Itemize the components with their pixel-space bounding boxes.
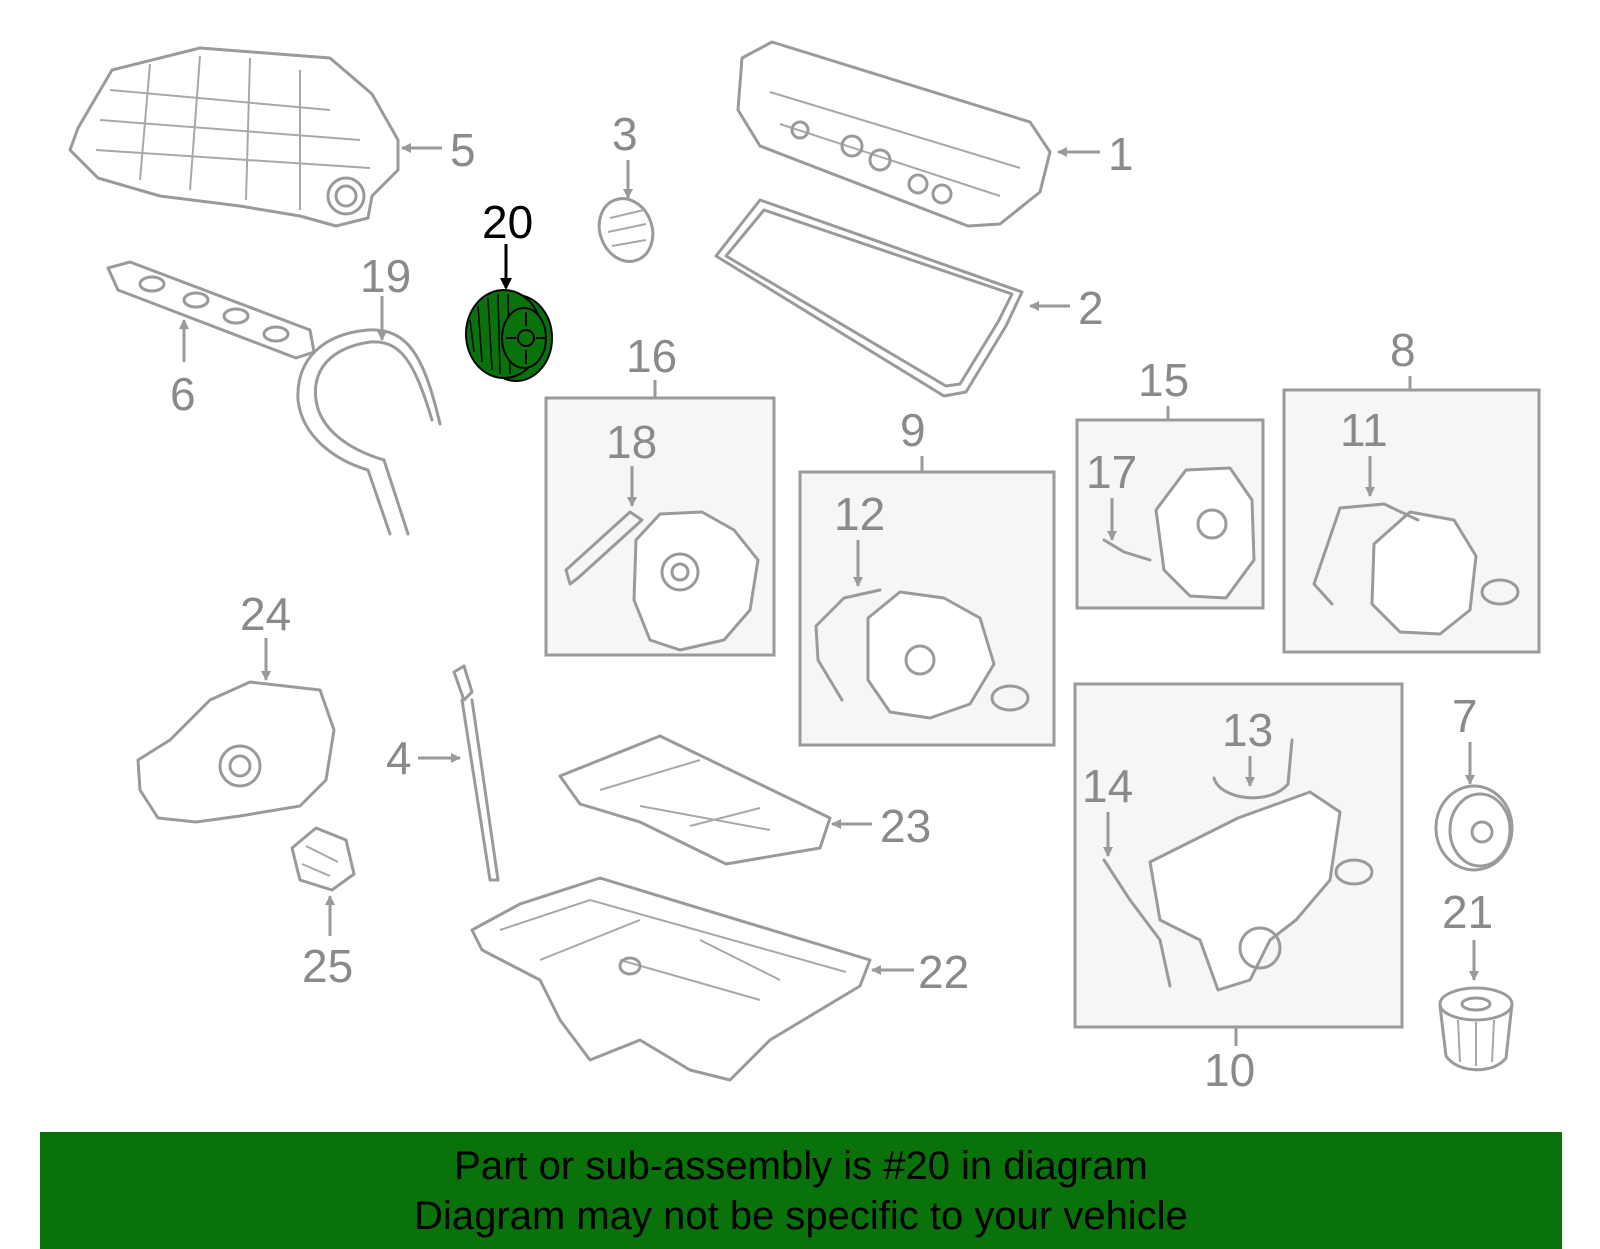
callout-3: 3 xyxy=(612,108,638,160)
callout-14: 14 xyxy=(1082,760,1133,812)
callout-8: 8 xyxy=(1390,324,1416,376)
manifold-gasket-part xyxy=(106,260,316,360)
crankshaft-pulley-part xyxy=(1434,784,1514,872)
callout-18: 18 xyxy=(606,416,657,468)
banner-line-1: Part or sub-assembly is #20 in diagram xyxy=(454,1143,1148,1188)
oil-strainer-part xyxy=(290,826,356,892)
info-banner: Part or sub-assembly is #20 in diagram D… xyxy=(40,1132,1562,1249)
callout-21: 21 xyxy=(1442,886,1493,938)
oil-pump-part xyxy=(136,680,336,824)
callout-5: 5 xyxy=(450,124,476,176)
callout-12: 12 xyxy=(834,488,885,540)
callout-6: 6 xyxy=(170,368,196,420)
highlighted-pulley-part-20 xyxy=(465,289,553,382)
valve-cover-part xyxy=(736,40,1052,228)
callout-20-highlighted: 20 xyxy=(482,196,533,248)
timing-cover-part-15 xyxy=(1102,466,1256,600)
oil-pan-part xyxy=(470,876,872,1082)
oil-filler-cap-part xyxy=(597,197,655,263)
callout-24: 24 xyxy=(240,588,291,640)
callout-13: 13 xyxy=(1222,704,1273,756)
callout-9: 9 xyxy=(900,404,926,456)
callout-17: 17 xyxy=(1086,446,1137,498)
callout-1: 1 xyxy=(1108,128,1134,180)
callout-25: 25 xyxy=(302,940,353,992)
dipstick-part xyxy=(452,664,500,882)
callout-7: 7 xyxy=(1452,690,1478,742)
intake-manifold-part xyxy=(68,46,400,228)
oil-filter-part xyxy=(1438,986,1514,1072)
callout-22: 22 xyxy=(918,946,969,998)
banner-line-2: Diagram may not be specific to your vehi… xyxy=(414,1193,1188,1238)
callout-23: 23 xyxy=(880,800,931,852)
callout-15: 15 xyxy=(1138,354,1189,406)
callout-10: 10 xyxy=(1204,1044,1255,1096)
callout-11: 11 xyxy=(1340,404,1388,456)
valve-cover-gasket-part xyxy=(714,198,1024,398)
timing-cover-lower-part-10 xyxy=(1102,738,1374,992)
callout-2: 2 xyxy=(1078,282,1104,334)
timing-cover-part-8 xyxy=(1312,502,1520,636)
timing-cover-part-9 xyxy=(814,588,1030,720)
timing-belt-part xyxy=(296,328,442,536)
callout-16: 16 xyxy=(626,330,677,382)
baffle-plate-part xyxy=(558,734,832,866)
timing-cover-upper-part-16 xyxy=(564,510,760,652)
callout-4: 4 xyxy=(386,732,412,784)
callout-19: 19 xyxy=(360,250,411,302)
